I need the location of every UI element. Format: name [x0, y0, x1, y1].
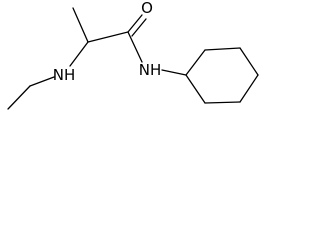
molecule-structure-diagram: O NH NH — [7, 0, 259, 110]
bond-alpha-carbon-amine-nitrogen — [69, 41, 89, 67]
amine-nitrogen-label: NH — [53, 66, 76, 84]
ring-bond-6 — [185, 74, 206, 104]
bond-ethyl-methyl — [7, 85, 31, 110]
amide-nitrogen-label: NH — [139, 61, 162, 79]
ring-bond-1 — [185, 49, 206, 76]
bond-amine-nitrogen-ethyl — [29, 76, 55, 87]
bond-amide-nitrogen-cyclohexyl — [161, 69, 187, 76]
bond-carbonyl-double-1 — [127, 14, 143, 33]
bond-carbonyl-carbon-amide-nitrogen — [127, 31, 143, 63]
ring-bond-4 — [239, 74, 259, 103]
ring-bond-3 — [239, 47, 259, 76]
carbonyl-oxygen-label: O — [141, 0, 153, 17]
ring-bond-2 — [204, 47, 241, 51]
ring-bond-5 — [204, 101, 241, 104]
bond-alpha-carbon-carbonyl-carbon — [87, 31, 129, 43]
bond-carbonyl-double-2 — [131, 18, 147, 37]
bond-methyl-alpha-carbon — [72, 7, 89, 43]
